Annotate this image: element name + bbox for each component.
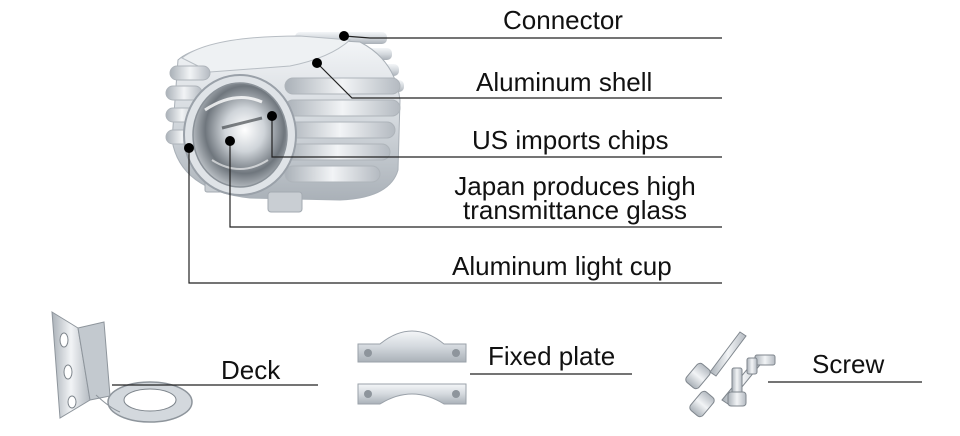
light-cup-label: Aluminum light cup xyxy=(452,251,672,281)
cup-leader xyxy=(188,148,722,284)
fixed-plate-label: Fixed plate xyxy=(488,341,616,371)
screws-image xyxy=(685,331,776,418)
cup-dot xyxy=(184,143,194,153)
aluminum-shell-label: Aluminum shell xyxy=(476,67,653,97)
glass-label-line2: transmittance glass xyxy=(463,195,687,225)
leader-lines xyxy=(188,35,722,284)
connector-leader xyxy=(343,35,722,39)
shell-dot xyxy=(312,58,322,68)
deck-bracket-image xyxy=(51,311,193,423)
fixed-plate-image xyxy=(357,330,467,405)
side-fins xyxy=(165,65,401,183)
deck-label: Deck xyxy=(221,355,281,385)
chips-leader xyxy=(271,116,722,158)
connector-label: Connector xyxy=(503,5,623,35)
screw-label: Screw xyxy=(812,349,885,379)
glass-label: Japan produces high transmittance glass xyxy=(440,171,710,225)
shell-leader xyxy=(316,62,722,99)
glass-leader xyxy=(229,141,722,228)
connector-dot xyxy=(339,31,349,41)
glass-dot xyxy=(225,136,235,146)
leader-dots xyxy=(184,31,349,153)
us-chips-label: US imports chips xyxy=(472,125,669,155)
chips-dot xyxy=(267,111,277,121)
glass-label-line1: Japan produces high xyxy=(454,171,696,201)
lamp-housing-image xyxy=(165,32,404,213)
